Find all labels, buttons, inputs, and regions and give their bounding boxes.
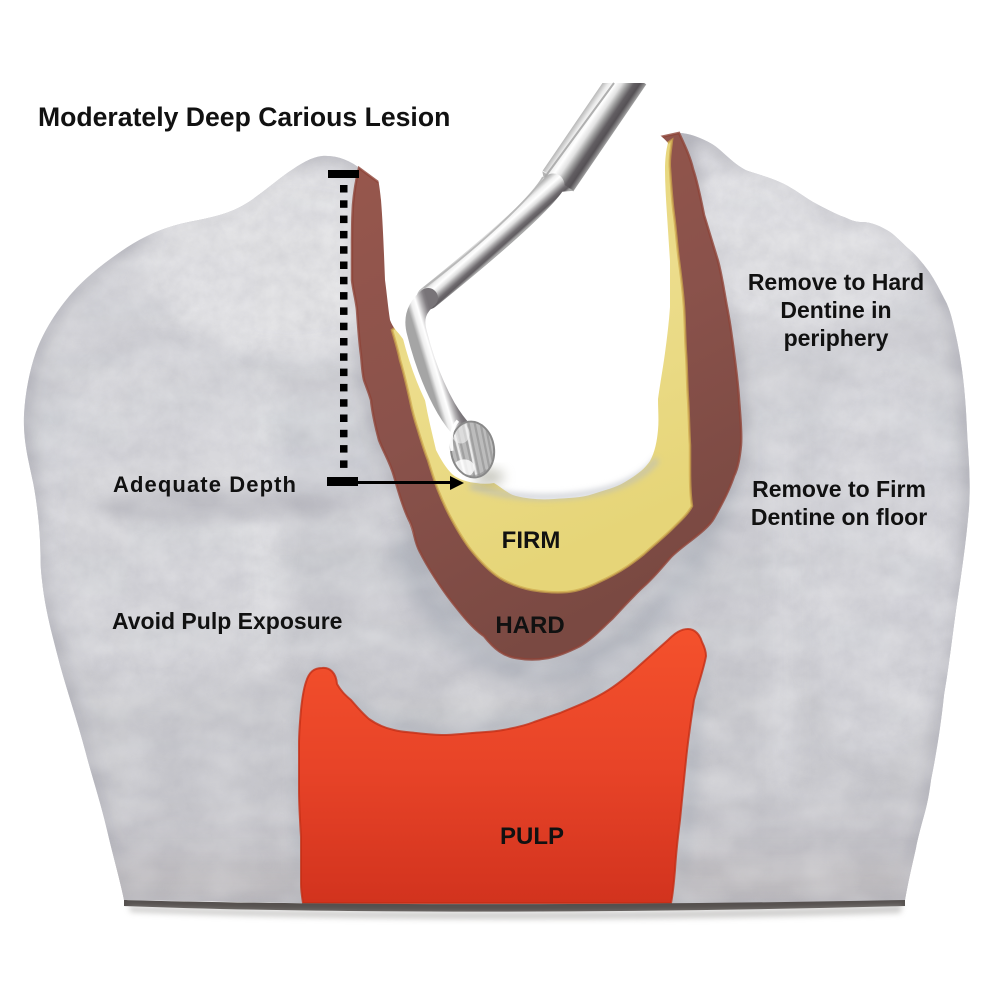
svg-text:FIRM: FIRM — [502, 527, 561, 554]
svg-text:Remove to Hard: Remove to Hard — [748, 269, 924, 295]
svg-text:Adequate Depth: Adequate Depth — [113, 472, 297, 497]
svg-text:HARD: HARD — [495, 612, 564, 639]
svg-text:PULP: PULP — [500, 823, 564, 850]
svg-text:Dentine on floor: Dentine on floor — [751, 504, 927, 530]
svg-text:periphery: periphery — [784, 325, 889, 351]
svg-text:Avoid Pulp Exposure: Avoid Pulp Exposure — [112, 608, 342, 634]
svg-text:Moderately Deep Carious Lesion: Moderately Deep Carious Lesion — [38, 102, 450, 132]
svg-text:Remove to Firm: Remove to Firm — [752, 476, 926, 502]
svg-text:Dentine in: Dentine in — [780, 297, 891, 323]
